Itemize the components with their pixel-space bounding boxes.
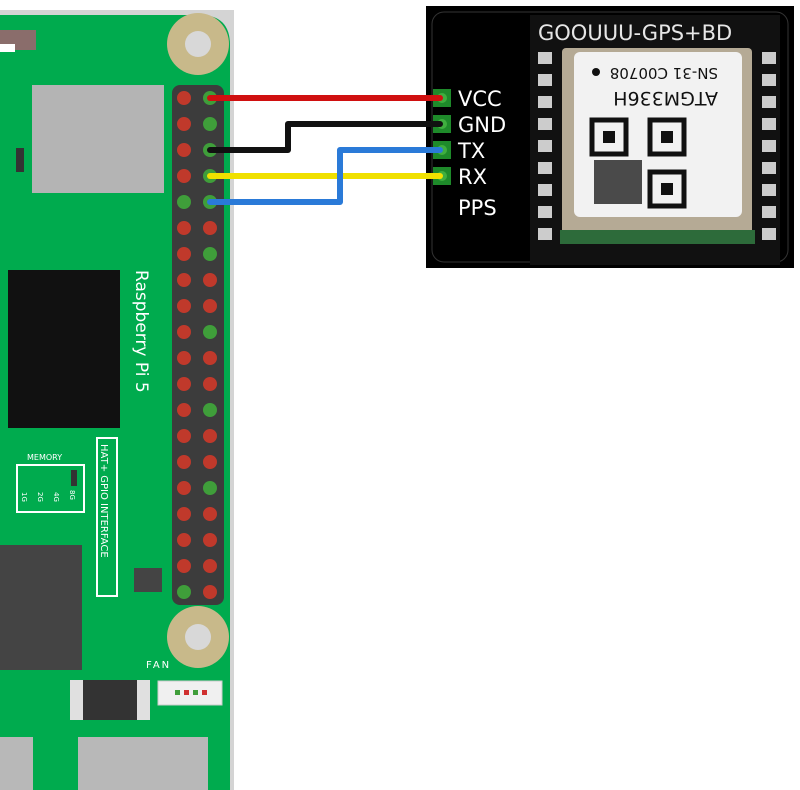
pin-label-rx: RX xyxy=(458,165,487,189)
gpio-pin xyxy=(203,221,217,235)
gpio-pin xyxy=(177,403,191,417)
castellated-pad xyxy=(762,74,776,86)
gpio-pin xyxy=(203,481,217,495)
castellated-pad xyxy=(762,96,776,108)
pin-label-gnd: GND xyxy=(458,113,506,137)
fan-connector-pins xyxy=(175,690,207,695)
castellated-pad xyxy=(762,228,776,240)
gnd-wire[interactable] xyxy=(207,121,443,153)
castellated-pad xyxy=(538,96,552,108)
gpio-pin xyxy=(203,325,217,339)
gpio-pin xyxy=(177,221,191,235)
gpio-pin xyxy=(177,507,191,521)
memory-label: MEMORY xyxy=(27,453,62,462)
gpio-pin xyxy=(203,585,217,599)
castellated-pad xyxy=(762,184,776,196)
gpio-pin xyxy=(177,455,191,469)
castellated-pad xyxy=(538,184,552,196)
memory-option-1g: 1G xyxy=(20,492,28,502)
module-title: GOOUUU-GPS+BD xyxy=(538,21,732,45)
gpio-pin xyxy=(177,117,191,131)
gpio-pin xyxy=(177,325,191,339)
gpio-pin xyxy=(177,169,191,183)
gpio-pin xyxy=(203,533,217,547)
pin-label-vcc: VCC xyxy=(458,87,502,111)
castellated-pad xyxy=(538,140,552,152)
chip-model-text: ATGM336H xyxy=(613,87,718,109)
castellated-pad xyxy=(762,118,776,130)
castellated-pad xyxy=(762,162,776,174)
gpio-header xyxy=(172,85,224,605)
gpio-interface-label: HAT+ GPIO INTERFACE xyxy=(98,444,109,558)
gpio-pin xyxy=(177,247,191,261)
gps-module xyxy=(426,6,794,268)
gpio-pin xyxy=(203,299,217,313)
gpio-pin xyxy=(203,247,217,261)
memory-option-4g: 4G xyxy=(52,492,60,502)
wires xyxy=(207,95,443,205)
gpio-pin xyxy=(177,91,191,105)
gpio-pin xyxy=(177,195,191,209)
gpio-pin xyxy=(203,507,217,521)
castellated-pad xyxy=(538,162,552,174)
board-name-label: Raspberry Pi 5 xyxy=(131,270,151,393)
memory-option-2g: 2G xyxy=(36,492,44,502)
castellated-pads xyxy=(538,52,776,240)
pin-label-tx: TX xyxy=(457,139,485,163)
gpio-pin xyxy=(177,299,191,313)
gpio-pin xyxy=(177,351,191,365)
pin-label-pps: PPS xyxy=(458,196,497,220)
gpio-pin xyxy=(203,455,217,469)
memory-option-8g: 8G xyxy=(68,490,76,500)
gpio-pin xyxy=(177,273,191,287)
castellated-pad xyxy=(538,74,552,86)
castellated-pad xyxy=(538,228,552,240)
castellated-pad xyxy=(538,118,552,130)
tx-wire[interactable] xyxy=(207,147,443,205)
gpio-pin xyxy=(203,429,217,443)
gpio-pin xyxy=(177,559,191,573)
gpio-pin xyxy=(177,429,191,443)
castellated-pad xyxy=(762,52,776,64)
gpio-pin xyxy=(177,533,191,547)
castellated-pad xyxy=(762,140,776,152)
castellated-pad xyxy=(538,52,552,64)
gpio-pin xyxy=(177,377,191,391)
gpio-pin xyxy=(177,585,191,599)
castellated-pad xyxy=(538,206,552,218)
gpio-pin xyxy=(203,403,217,417)
gpio-pin xyxy=(203,351,217,365)
gpio-pin xyxy=(203,377,217,391)
castellated-pad xyxy=(762,206,776,218)
gpio-pin xyxy=(203,559,217,573)
gpio-pin xyxy=(177,481,191,495)
gpio-pin xyxy=(177,143,191,157)
gpio-pin xyxy=(203,273,217,287)
chip-serial-text: SN-31 C00708 xyxy=(610,64,718,82)
fan-label: FAN xyxy=(146,660,171,671)
gpio-pin xyxy=(203,117,217,131)
